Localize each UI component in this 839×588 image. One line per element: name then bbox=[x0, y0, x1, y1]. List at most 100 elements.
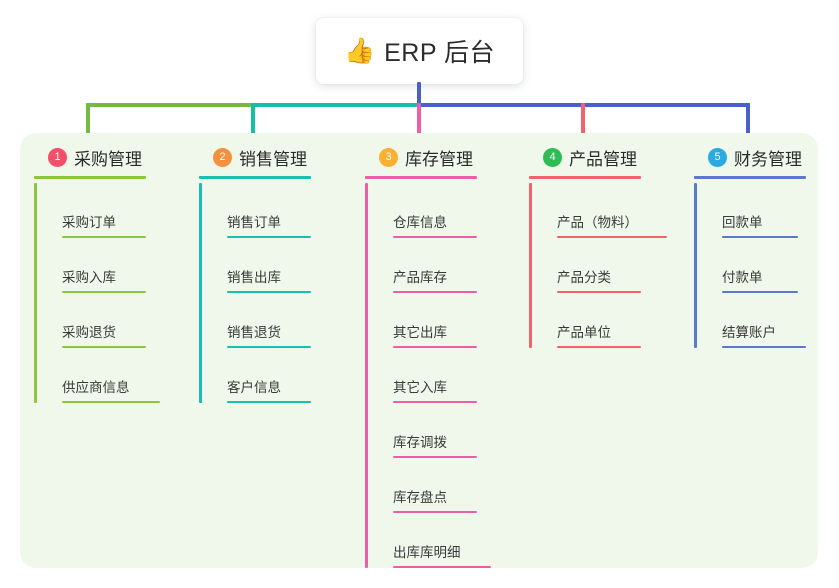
branch-number-badge: 1 bbox=[48, 147, 67, 167]
branch-item-label: 产品（物料） bbox=[557, 215, 638, 230]
branch-column-1: 1 采购管理采购订单采购入库采购退货供应商信息 bbox=[34, 144, 160, 403]
branch-item[interactable]: 回款单 bbox=[694, 183, 806, 238]
branch-item-label: 销售订单 bbox=[227, 215, 281, 230]
branch-title-underline bbox=[34, 176, 146, 179]
branch-item[interactable]: 销售出库 bbox=[199, 238, 311, 293]
branch-item-label: 采购退货 bbox=[62, 325, 116, 340]
branch-item[interactable]: 付款单 bbox=[694, 238, 806, 293]
root-connector-drop bbox=[417, 82, 421, 104]
branch-item-underline bbox=[62, 401, 160, 403]
branch-title: 销售管理 bbox=[239, 149, 307, 169]
branch-item-label: 库存调拨 bbox=[393, 435, 447, 450]
branch-item[interactable]: 出库库明细 bbox=[365, 513, 491, 568]
branch-connector-drop-2 bbox=[251, 103, 255, 143]
branch-item[interactable]: 产品（物料） bbox=[529, 183, 667, 238]
branch-title: 产品管理 bbox=[569, 149, 637, 169]
branch-item-label: 销售出库 bbox=[227, 270, 281, 285]
branch-header-3[interactable]: 3 库存管理 bbox=[365, 144, 491, 170]
branch-item-underline bbox=[62, 346, 146, 348]
branch-title-underline bbox=[694, 176, 806, 179]
branch-column-5: 5 财务管理回款单付款单结算账户 bbox=[694, 144, 806, 348]
branch-header-1[interactable]: 1 采购管理 bbox=[34, 144, 160, 170]
branch-item[interactable]: 库存盘点 bbox=[365, 458, 491, 513]
branch-spine bbox=[365, 183, 368, 568]
branch-item-label: 库存盘点 bbox=[393, 490, 447, 505]
branch-spine bbox=[34, 183, 37, 403]
branch-items: 回款单付款单结算账户 bbox=[694, 183, 806, 348]
branch-item-underline bbox=[557, 291, 641, 293]
branch-number-badge: 3 bbox=[379, 147, 398, 167]
branch-item-underline bbox=[393, 291, 477, 293]
branch-number-badge: 5 bbox=[708, 147, 727, 167]
branch-item[interactable]: 采购订单 bbox=[34, 183, 160, 238]
branch-item-label: 采购订单 bbox=[62, 215, 116, 230]
branch-item-underline bbox=[722, 291, 798, 293]
branch-item[interactable]: 库存调拨 bbox=[365, 403, 491, 458]
branch-item-underline bbox=[393, 456, 477, 458]
branch-item[interactable]: 客户信息 bbox=[199, 348, 311, 403]
branch-items: 产品（物料） 产品分类产品单位 bbox=[529, 183, 667, 348]
branch-item-label: 供应商信息 bbox=[62, 380, 130, 395]
branch-item[interactable]: 采购入库 bbox=[34, 238, 160, 293]
branch-item[interactable]: 产品分类 bbox=[529, 238, 667, 293]
branch-item-label: 出库库明细 bbox=[393, 545, 461, 560]
branch-title-underline bbox=[199, 176, 311, 179]
branch-item[interactable]: 其它出库 bbox=[365, 293, 491, 348]
branch-spine bbox=[529, 183, 532, 348]
branch-column-4: 4 产品管理产品（物料） 产品分类产品单位 bbox=[529, 144, 667, 348]
branch-number-badge: 4 bbox=[543, 147, 562, 167]
branch-item-underline bbox=[227, 236, 311, 238]
branch-title: 采购管理 bbox=[74, 149, 142, 169]
branch-item[interactable]: 销售订单 bbox=[199, 183, 311, 238]
branch-item[interactable]: 产品库存 bbox=[365, 238, 491, 293]
branch-item-label: 仓库信息 bbox=[393, 215, 447, 230]
branch-item[interactable]: 结算账户 bbox=[694, 293, 806, 348]
branch-column-2: 2 销售管理销售订单销售出库销售退货客户信息 bbox=[199, 144, 311, 403]
branch-header-2[interactable]: 2 销售管理 bbox=[199, 144, 311, 170]
branch-item-underline bbox=[393, 511, 477, 513]
branch-item-underline bbox=[62, 236, 146, 238]
branch-item-label: 产品单位 bbox=[557, 325, 611, 340]
branch-items: 仓库信息产品库存其它出库其它入库库存调拨库存盘点出库库明细 bbox=[365, 183, 491, 568]
branch-connector-drop-5 bbox=[746, 103, 750, 143]
thumbs-up-icon: 👍 bbox=[343, 36, 376, 65]
branch-title-underline bbox=[365, 176, 477, 179]
branch-item-label: 付款单 bbox=[722, 270, 763, 285]
branch-header-4[interactable]: 4 产品管理 bbox=[529, 144, 667, 170]
branch-connector-drop-1 bbox=[86, 103, 90, 143]
branch-items: 采购订单采购入库采购退货供应商信息 bbox=[34, 183, 160, 403]
root-node-card[interactable]: 👍 ERP 后台 bbox=[316, 18, 523, 84]
branch-spine bbox=[199, 183, 202, 403]
branch-title: 库存管理 bbox=[405, 149, 473, 169]
branch-item-underline bbox=[722, 346, 806, 348]
branch-header-5[interactable]: 5 财务管理 bbox=[694, 144, 806, 170]
branch-item-label: 产品分类 bbox=[557, 270, 611, 285]
branch-item-underline bbox=[227, 291, 311, 293]
branch-item-underline bbox=[722, 236, 798, 238]
branch-number-badge: 2 bbox=[213, 147, 232, 167]
branch-item-label: 回款单 bbox=[722, 215, 763, 230]
branch-item-label: 结算账户 bbox=[722, 325, 776, 340]
branch-item[interactable]: 采购退货 bbox=[34, 293, 160, 348]
branch-item[interactable]: 其它入库 bbox=[365, 348, 491, 403]
branch-item[interactable]: 销售退货 bbox=[199, 293, 311, 348]
connector-bar-segment-2 bbox=[252, 103, 419, 107]
branch-item-label: 其它入库 bbox=[393, 380, 447, 395]
branch-item-label: 客户信息 bbox=[227, 380, 281, 395]
branch-item-label: 产品库存 bbox=[393, 270, 447, 285]
branch-item-label: 其它出库 bbox=[393, 325, 447, 340]
branch-title: 财务管理 bbox=[734, 149, 802, 169]
branch-connector-drop-4 bbox=[581, 103, 585, 143]
branch-item-label: 采购入库 bbox=[62, 270, 116, 285]
branches-panel bbox=[20, 133, 818, 568]
branch-item[interactable]: 供应商信息 bbox=[34, 348, 160, 403]
branch-item-underline bbox=[393, 346, 477, 348]
branch-item-label: 销售退货 bbox=[227, 325, 281, 340]
branch-item[interactable]: 仓库信息 bbox=[365, 183, 491, 238]
connector-bar-segment-1 bbox=[86, 103, 253, 107]
branch-item-underline bbox=[557, 346, 641, 348]
branch-item-underline bbox=[393, 566, 491, 568]
branch-item[interactable]: 产品单位 bbox=[529, 293, 667, 348]
branch-item-underline bbox=[227, 401, 311, 403]
